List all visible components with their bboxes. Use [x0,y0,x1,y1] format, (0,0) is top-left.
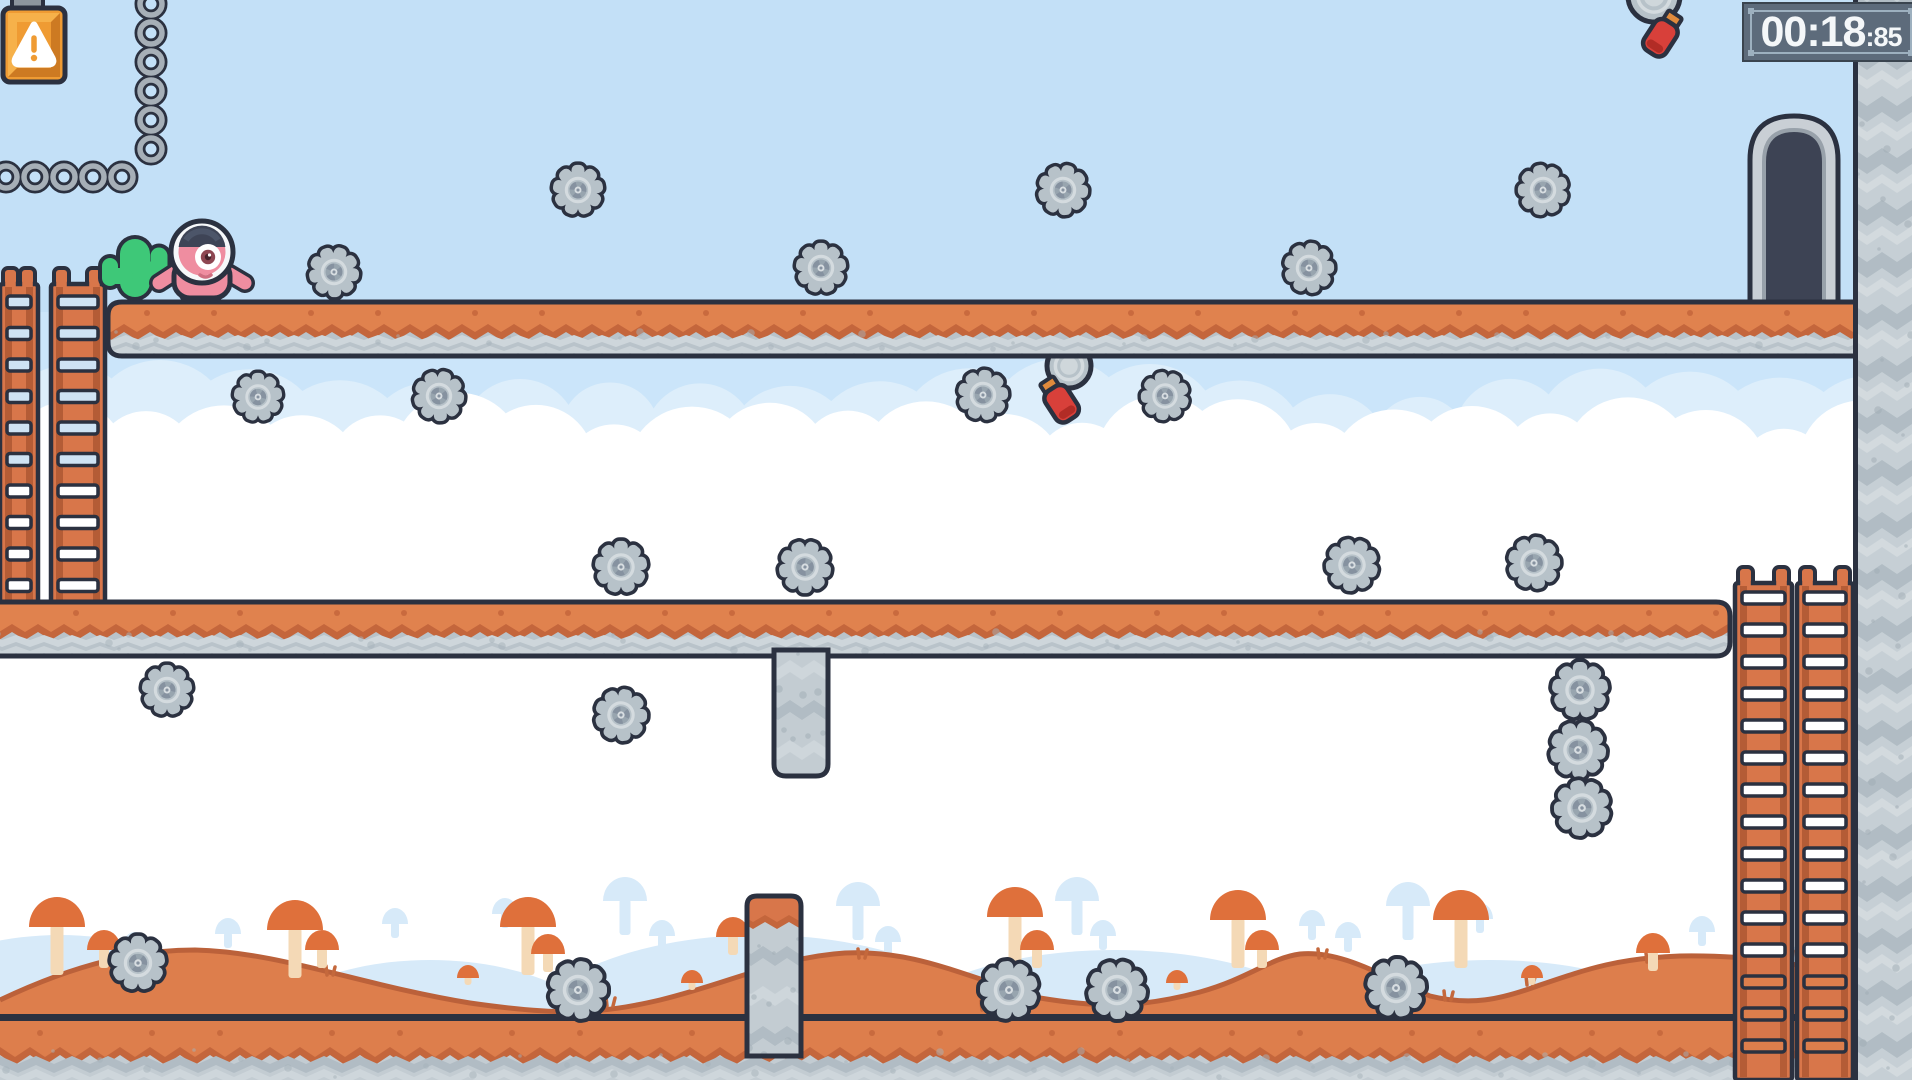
stone-pillar [744,893,804,1059]
gear-obstacle [1551,662,1609,719]
timer-hud: 00:18:85 [1742,2,1912,62]
sky [0,0,1858,312]
ladder-tower [1794,565,1856,1080]
gear-rocket [1625,0,1684,59]
warning-triangle-icon [11,21,57,68]
gear-obstacle [110,936,166,991]
stone-pillar [771,647,831,779]
gear-obstacle [1320,533,1385,597]
gear-obstacle [771,533,840,601]
ladder-tower [0,266,41,607]
gear-obstacle [1504,533,1565,593]
cactus [98,235,172,301]
gear-obstacle [1542,715,1613,786]
gear-obstacle [1548,775,1616,843]
gear-obstacle [233,373,283,422]
gear-obstacle [552,165,604,216]
ladder-tower [1732,565,1795,1080]
character-eye [195,244,221,270]
timer-fraction: :85 [1865,22,1902,52]
warning-sign [0,0,68,85]
ladder-tower [48,266,108,607]
player-character[interactable] [149,218,255,303]
hanging-chain [0,0,168,194]
gear-obstacle [594,541,648,594]
platform [0,599,1733,659]
gear-obstacle [795,243,847,294]
gear-obstacle [141,665,193,716]
platform [105,299,1861,359]
foreground-mushrooms [29,887,1670,990]
gear-obstacle [589,684,653,747]
doorway [1747,113,1841,307]
right-wall [1853,0,1912,1080]
ground-floor [0,1014,1912,1080]
timer-value: 00:18 [1760,8,1866,56]
